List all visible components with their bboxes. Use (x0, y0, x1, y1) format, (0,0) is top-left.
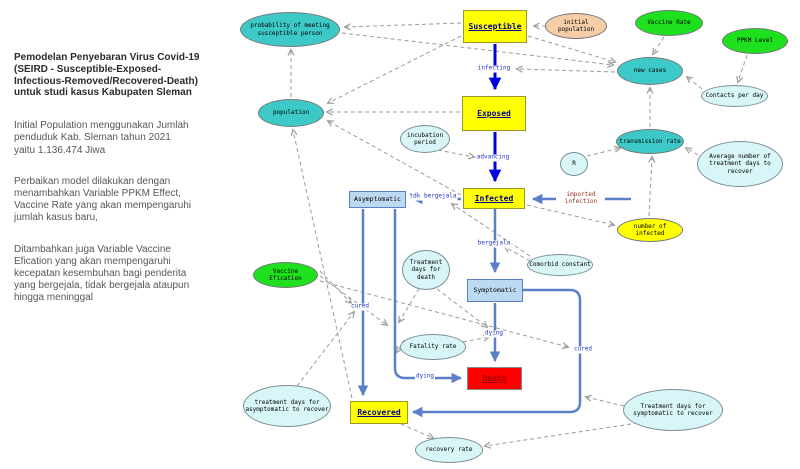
node-number-of-infected[interactable]: number of infected (617, 218, 683, 242)
flow-label-dying-symptomatic[interactable]: dying (483, 329, 505, 338)
contacts-per-day-label: Contacts per day (705, 92, 764, 100)
model-note-improvement: Perbaikan model dilakukan dengan menamba… (14, 175, 192, 224)
node-treatment-days-for-symptomatic-to-recover[interactable]: Treatment days for symptomatic to recove… (623, 389, 723, 431)
fatality-rate-label: Fatality rate (409, 343, 457, 351)
node-treatment-days-for-death[interactable]: Treatment days for death (402, 250, 450, 290)
exposed-label: Exposed (477, 108, 511, 118)
recovered-label: Recovered (357, 407, 401, 417)
description-panel: Pemodelan Penyebaran Virus Covid-19 (SEI… (14, 52, 226, 323)
node-death[interactable]: Death (467, 367, 522, 390)
node-vaccine-rate[interactable]: Vaccine Rate (635, 10, 703, 36)
model-note-initial-population: Initial Population menggunakan Jumlah pe… (14, 120, 189, 156)
vaccine-efication-label: Vaccine Efication (269, 267, 302, 282)
node-r[interactable]: R (560, 152, 588, 176)
flow-label-dying-asymptomatic[interactable]: dying (414, 372, 436, 381)
asymptomatic-label: Asymptomatic (354, 194, 401, 203)
node-symptomatic[interactable]: Symptomatic (467, 279, 523, 302)
node-comorbid-constant[interactable]: Comorbid constant (527, 254, 593, 276)
model-note-vaccine-efication: Ditambahkan juga Variable Vaccine Eficat… (14, 243, 190, 304)
treatment-days-for-asymptomatic-to-recover-label: treatment days for asymptomatic to recov… (245, 398, 329, 413)
node-vaccine-efication[interactable]: Vaccine Efication (253, 262, 318, 288)
node-exposed[interactable]: Exposed (462, 96, 526, 131)
infected-label: Infected (474, 193, 514, 203)
model-title: Pemodelan Penyebaran Virus Covid-19 (SEI… (14, 52, 200, 99)
ppkm-level-label: PPKM Level (736, 37, 774, 45)
node-population[interactable]: population (258, 99, 324, 127)
flow-label-cured-asymptomatic[interactable]: cured (349, 302, 371, 311)
transmission-rate-label: transmission rate (619, 137, 681, 145)
node-fatality-rate[interactable]: Fatality rate (400, 334, 466, 360)
vaccine-rate-label: Vaccine Rate (647, 19, 691, 27)
flow-label-infecting[interactable]: infecting (476, 64, 512, 73)
node-incubation-period[interactable]: incubation period (400, 125, 450, 153)
initial-population-label: initial population (557, 18, 595, 33)
node-new-cases[interactable]: new cases (617, 57, 683, 85)
flow-label-cured-symptomatic[interactable]: cured (572, 345, 594, 354)
flow-label-advancing[interactable]: advancing (475, 153, 511, 162)
population-label: population (272, 109, 310, 117)
number-of-infected-label: number of infected (633, 222, 667, 237)
symptomatic-label: Symptomatic (473, 285, 517, 294)
average-number-of-treatment-days-to-recover-label: Average number of treatment days to reco… (709, 153, 771, 175)
probability-of-meeting-susceptible-person-label: probability of meeting susceptible perso… (250, 22, 330, 37)
flow-label-imported-infection[interactable]: imported infection (563, 191, 599, 206)
node-treatment-days-for-asymptomatic-to-recover[interactable]: treatment days for asymptomatic to recov… (243, 385, 331, 427)
treatment-days-for-death-label: Treatment days for death (409, 259, 443, 281)
treatment-days-for-symptomatic-to-recover-label: Treatment days for symptomatic to recove… (633, 402, 713, 417)
node-average-number-of-treatment-days-to-recover[interactable]: Average number of treatment days to reco… (697, 141, 783, 187)
node-recovery-rate[interactable]: recovery rate (415, 437, 483, 463)
flow-label-tdk-bergejala[interactable]: tdk bergejala (408, 192, 458, 201)
new-cases-label: new cases (633, 67, 667, 75)
node-infected[interactable]: Infected (463, 188, 525, 209)
comorbid-constant-label: Comorbid constant (529, 261, 591, 269)
node-probability-of-meeting-susceptible-person[interactable]: probability of meeting susceptible perso… (240, 12, 340, 47)
r-label: R (572, 160, 576, 168)
node-ppkm-level[interactable]: PPKM Level (722, 28, 788, 54)
node-recovered[interactable]: Recovered (350, 401, 408, 424)
susceptible-label: Susceptible (468, 21, 522, 31)
node-transmission-rate[interactable]: transmission rate (616, 129, 684, 154)
node-initial-population[interactable]: initial population (545, 13, 607, 39)
death-label: Death (482, 373, 507, 383)
node-contacts-per-day[interactable]: Contacts per day (701, 85, 768, 107)
node-asymptomatic[interactable]: Asymptomatic (349, 191, 406, 208)
recovery-rate-label: recovery rate (425, 446, 473, 454)
flow-label-bergejala[interactable]: bergejala (476, 239, 512, 248)
incubation-period-label: incubation period (406, 131, 444, 146)
node-susceptible[interactable]: Susceptible (463, 10, 527, 43)
